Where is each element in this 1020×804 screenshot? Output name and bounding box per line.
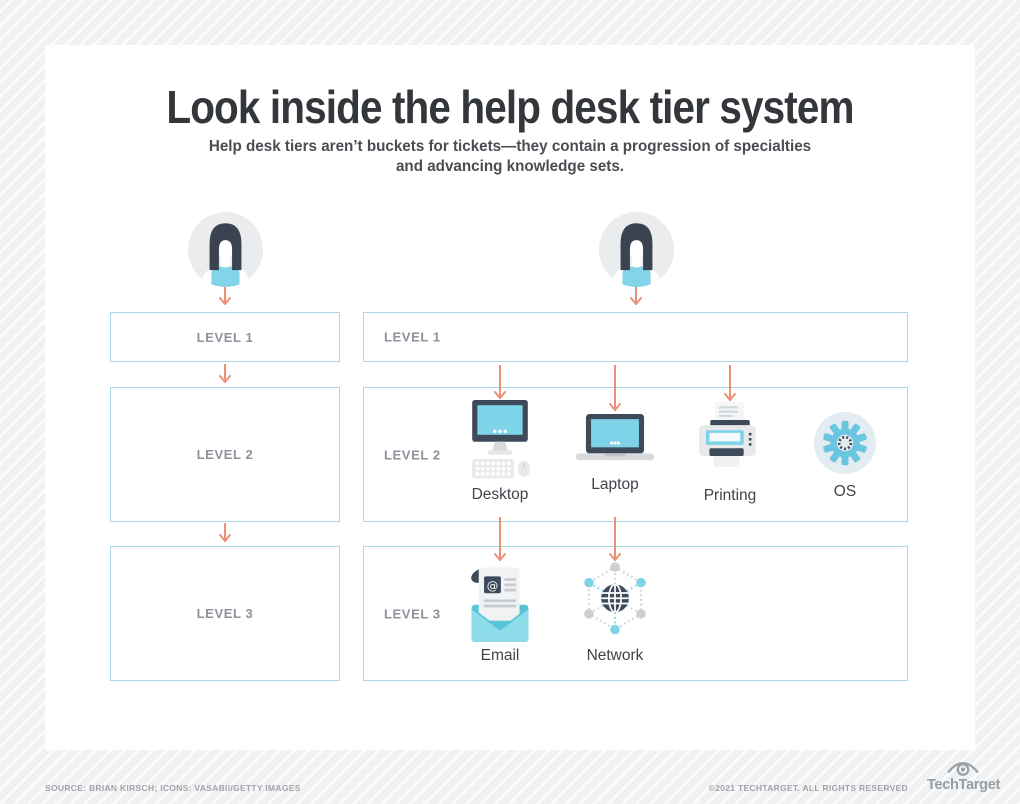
flow-arrow-to-laptop [609, 365, 621, 411]
network-icon [584, 562, 646, 635]
tier-box-left-level3: LEVEL 3 [110, 546, 340, 681]
techtarget-logo: TechTarget [927, 759, 1000, 793]
tier-box-right-level1: LEVEL 1 [363, 312, 908, 362]
tier-label-left-level1: LEVEL 1 [196, 329, 254, 345]
tier-label-left-level2: LEVEL 2 [196, 447, 254, 462]
woman-avatar-icon [599, 212, 674, 287]
specialty-label-network: Network [586, 647, 644, 664]
flow-arrow-desktop-to-email [494, 517, 506, 561]
agent-avatar-left [188, 212, 263, 287]
techtarget-wordmark: TechTarget [926, 777, 1000, 793]
tier-box-left-level2: LEVEL 2 [110, 387, 340, 522]
page-title: Look inside the help desk tier system [166, 81, 854, 133]
flow-arrow-to-desktop [494, 365, 506, 399]
flow-arrow-left-1-2 [219, 364, 231, 383]
specialty-item-os: OS [814, 412, 876, 501]
footer-copyright: ©2021 TECHTARGET. ALL RIGHTS RESERVED [708, 783, 908, 793]
tier-box-left-level1: LEVEL 1 [110, 312, 340, 362]
specialty-label-email: Email [480, 647, 520, 664]
subtitle-line-1: Help desk tiers aren’t buckets for ticke… [208, 138, 812, 155]
flow-arrow-avatar-left [219, 287, 231, 305]
flow-arrow-avatar-right [630, 287, 642, 305]
tier-label-right-level1: LEVEL 1 [384, 329, 441, 345]
email-icon: @ [471, 567, 529, 642]
specialty-label-laptop: Laptop [591, 476, 639, 493]
specialty-label-printing: Printing [703, 487, 757, 504]
specialty-item-printing: Printing [694, 402, 766, 505]
os-gear-icon [814, 412, 876, 474]
specialty-label-os: OS [833, 483, 857, 500]
flow-arrow-laptop-to-network [609, 517, 621, 561]
tier-label-right-level3: LEVEL 3 [384, 606, 441, 621]
desktop-icon [472, 400, 530, 479]
flow-arrow-to-printing [724, 365, 736, 401]
flow-arrow-left-2-3 [219, 523, 231, 542]
laptop-icon [575, 414, 655, 461]
specialty-label-desktop: Desktop [471, 486, 529, 503]
subtitle-line-2: and advancing knowledge sets. [395, 158, 625, 175]
tier-label-right-level2: LEVEL 2 [384, 447, 441, 462]
agent-avatar-right [599, 212, 674, 287]
tier-label-left-level3: LEVEL 3 [196, 606, 254, 621]
woman-avatar-icon [188, 212, 263, 287]
specialty-item-email: @ Email [468, 564, 532, 665]
specialty-item-desktop: Desktop [465, 400, 535, 504]
page-subtitle: Help desk tiers aren’t buckets for ticke… [26, 137, 995, 177]
printer-icon [699, 402, 756, 468]
svg-text:@: @ [487, 578, 499, 592]
techtarget-eye-icon [948, 762, 979, 776]
specialty-item-network: Network [582, 560, 648, 665]
footer-source-credit: SOURCE: BRIAN KIRSCH; ICONS: VASABII/GET… [45, 783, 301, 793]
tier-box-right-level3: LEVEL 3 [363, 546, 908, 681]
specialty-item-laptop: Laptop [572, 414, 658, 494]
